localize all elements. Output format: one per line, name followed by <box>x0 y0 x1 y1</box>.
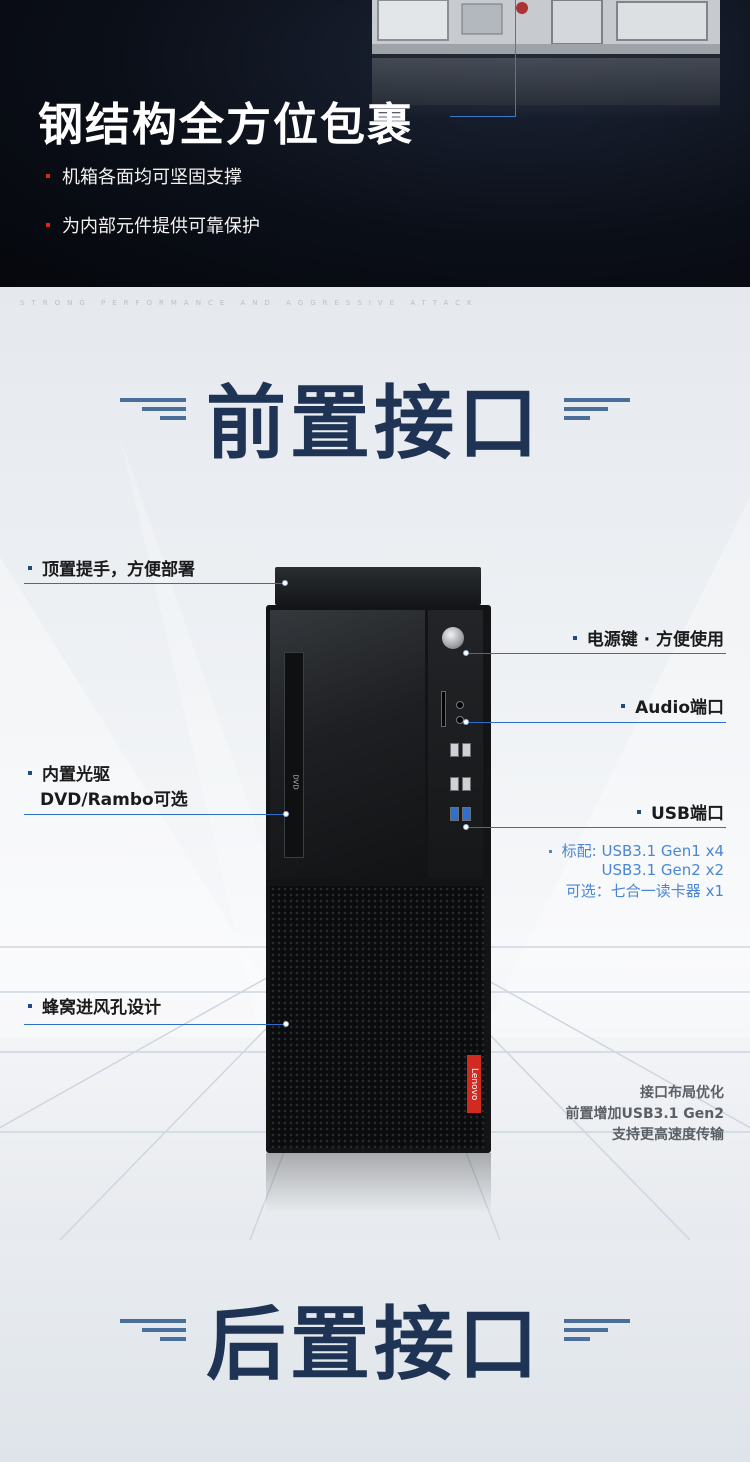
usb-port-icon <box>450 743 459 757</box>
callout-line <box>466 827 726 828</box>
usb-note: 可选：七合一读卡器 x1 <box>565 882 724 900</box>
callout-point <box>283 811 289 817</box>
bullet-icon <box>28 1004 32 1008</box>
usb-note: 标配: USB3.1 Gen1 x4 <box>548 840 724 861</box>
bullet-icon <box>28 566 32 570</box>
tagline: STRONG PERFORMANCE AND AGGRESSIVE ATTACK <box>20 299 479 307</box>
label-power-button: 电源键 · 方便使用 <box>572 625 724 650</box>
bullet-icon <box>28 771 32 775</box>
bullet-icon <box>46 174 50 178</box>
callout-line <box>466 722 726 723</box>
title-deco-right <box>564 1319 630 1341</box>
title-deco-left <box>120 398 186 420</box>
feature-bullet: 机箱各面均可坚固支撑 <box>46 163 242 189</box>
bullet-icon <box>572 636 577 640</box>
feature-bullet: 为内部元件提供可靠保护 <box>46 212 260 238</box>
callout-point <box>283 1021 289 1027</box>
usb-port-icon <box>450 777 459 791</box>
front-ports-section: STRONG PERFORMANCE AND AGGRESSIVE ATTACK… <box>0 287 750 1240</box>
chassis-reflection <box>372 58 720 118</box>
power-button-icon <box>442 627 464 649</box>
bullet-icon <box>548 850 552 853</box>
callout-line <box>515 0 516 117</box>
chassis-interior-image <box>372 0 720 105</box>
section-title: 后置接口 <box>206 1298 542 1391</box>
callout-line <box>24 1024 286 1025</box>
section-title: 钢结构全方位包裹 <box>38 98 415 151</box>
callout-line <box>450 116 516 117</box>
callout-line <box>466 653 726 654</box>
top-handle <box>275 567 481 605</box>
honeycomb-vent <box>270 886 484 1148</box>
label-top-handle: 顶置提手，方便部署 <box>28 555 195 580</box>
optical-drive: DVD <box>284 652 304 858</box>
layout-note: 前置增加USB3.1 Gen2 <box>565 1106 725 1122</box>
dvd-logo-icon: DVD <box>291 774 300 790</box>
front-panel: DVD <box>270 610 425 878</box>
callout-line <box>24 814 286 815</box>
callout-point <box>463 650 469 656</box>
callout-point <box>282 580 288 586</box>
title-deco-right <box>564 398 630 420</box>
card-reader-slot <box>441 691 446 727</box>
usb-port-icon <box>462 807 471 821</box>
callout-line <box>24 583 285 584</box>
usb-port-icon <box>462 777 471 791</box>
label-audio: Audio端口 <box>621 693 724 718</box>
label-optical-drive: 内置光驱 DVD/Rambo可选 <box>28 763 188 813</box>
usb-port-icon <box>462 743 471 757</box>
rear-ports-section: 后置接口 <box>0 1240 750 1462</box>
layout-note: 支持更高速度传输 <box>612 1127 724 1143</box>
bullet-icon <box>621 704 626 708</box>
usb-port-icon <box>450 807 459 821</box>
callout-point <box>463 719 469 725</box>
pc-tower-image: DVD Lenovo <box>266 567 491 1213</box>
title-deco-left <box>120 1319 186 1341</box>
layout-note: 接口布局优化 <box>640 1085 724 1101</box>
section-title: 前置接口 <box>206 377 542 470</box>
callout-point <box>463 824 469 830</box>
lenovo-logo: Lenovo <box>467 1055 481 1113</box>
label-usb: USB端口 <box>636 799 724 824</box>
usb-note: USB3.1 Gen2 x2 <box>601 861 724 879</box>
bullet-icon <box>46 223 50 227</box>
label-honeycomb: 蜂窝进风孔设计 <box>28 993 161 1018</box>
bullet-icon <box>636 810 641 814</box>
steel-structure-section: 钢结构全方位包裹 机箱各面均可坚固支撑 为内部元件提供可靠保护 <box>0 0 750 287</box>
audio-jack-icon <box>456 701 464 709</box>
tower-reflection <box>266 1153 491 1213</box>
tower-body: DVD Lenovo <box>266 605 491 1153</box>
